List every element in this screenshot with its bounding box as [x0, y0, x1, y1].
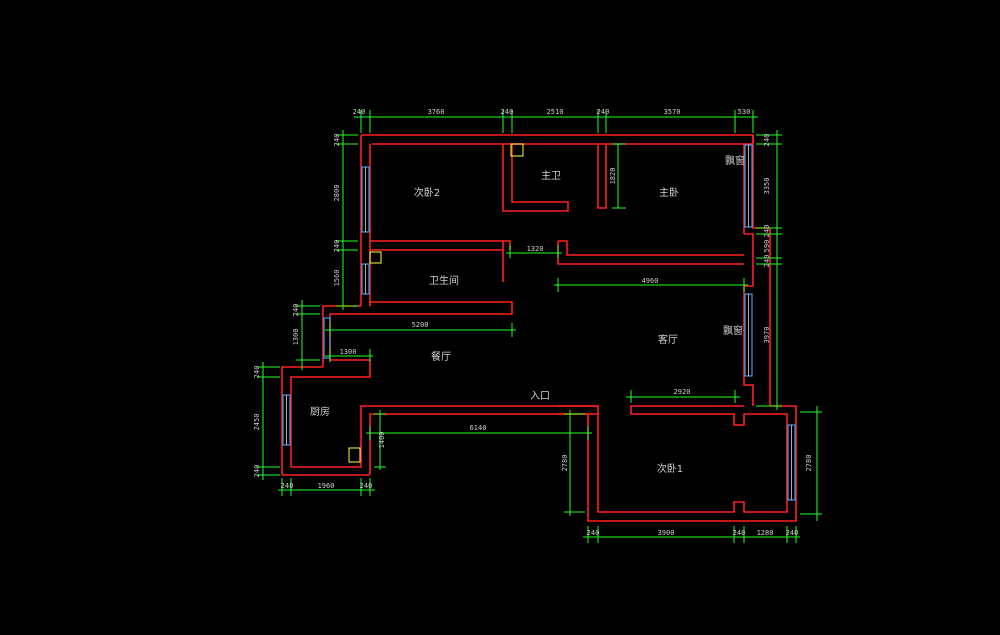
- dim-left-mid-1: 240: [292, 304, 300, 317]
- dim-dining-width: 5200: [412, 321, 429, 329]
- dimension-text-bottom: 240 1960 240 240 3900 240 1280 240: [281, 482, 799, 537]
- room-bay-window-mid: 飘窗: [723, 324, 743, 337]
- room-kitchen: 厨房: [310, 405, 330, 418]
- bay-window-top-right: [744, 233, 754, 287]
- wall-bedroom2-bathroom: [370, 240, 504, 251]
- shaft-master-bath: [510, 143, 524, 157]
- dim-bottom-left-1: 240: [281, 482, 294, 490]
- wall-kitchen-outer: [281, 366, 370, 476]
- dim-right-1: 240: [763, 134, 771, 147]
- dim-top-3: 240: [501, 108, 514, 116]
- dim-left-2: 2800: [333, 185, 341, 202]
- dim-kitchen-2: 2450: [253, 414, 261, 431]
- dim-right-bottom: 2780: [805, 455, 813, 472]
- dim-bedroom1-left: 2780: [561, 455, 569, 472]
- dim-top-5: 240: [597, 108, 610, 116]
- wall-master-bottom: [558, 240, 744, 256]
- dim-kitchen-3: 240: [253, 465, 261, 478]
- room-labels: 次卧2 主卫 主卧 飘窗 卫生间 餐厅 客厅 飘窗 入口 厨房 次卧1: [310, 154, 745, 475]
- dim-right-4: 590: [763, 240, 771, 253]
- wall-bathroom-right: [503, 240, 511, 250]
- dim-right-6: 3970: [763, 327, 771, 344]
- dim-bottom-left-3: 240: [360, 482, 373, 490]
- dimension-text-top: 240 3760 240 2510 240 3570 530: [353, 108, 751, 116]
- room-bathroom: 卫生间: [429, 274, 459, 287]
- dim-right-2: 3350: [763, 178, 771, 195]
- dim-bottom-left-2: 1960: [318, 482, 335, 490]
- dim-dining-small: 1300: [340, 348, 357, 356]
- dim-bath-depth: 1820: [609, 168, 617, 185]
- dim-left-mid-2: 1300: [292, 329, 300, 346]
- room-living: 客厅: [658, 333, 678, 346]
- dim-corridor-height: 1400: [378, 432, 386, 449]
- dimension-text-internal: 1820 1320 4960 5200 1300 2920 6140 1400 …: [340, 168, 691, 472]
- dimension-text-right: 240 3350 240 590 240 3970 2780: [763, 134, 813, 472]
- dimension-lines: [257, 110, 822, 543]
- dim-top-7: 530: [738, 108, 751, 116]
- dim-top-6: 3570: [664, 108, 681, 116]
- outer-wall-top: [361, 134, 754, 145]
- room-bedroom1: 次卧1: [657, 462, 683, 475]
- room-bedroom2: 次卧2: [414, 186, 440, 199]
- dim-top-1: 240: [353, 108, 366, 116]
- room-bay-window-top: 飘窗: [725, 154, 745, 167]
- shaft-kitchen: [348, 447, 361, 463]
- dim-right-5: 240: [763, 255, 771, 268]
- wall-bath-master: [597, 144, 607, 209]
- wall-bedroom2-bath: [502, 144, 569, 212]
- room-master-bedroom: 主卧: [659, 186, 679, 199]
- dim-bottom-right-5: 240: [786, 529, 799, 537]
- walls: [281, 134, 797, 522]
- dim-top-2: 3760: [428, 108, 445, 116]
- shafts: [348, 143, 524, 463]
- dim-left-3: 240: [333, 240, 341, 253]
- dim-right-3: 240: [763, 225, 771, 238]
- dim-top-4: 2510: [547, 108, 564, 116]
- room-dining: 餐厅: [431, 350, 451, 363]
- dim-left-4: 1560: [333, 270, 341, 287]
- dim-bottom-right-2: 3900: [658, 529, 675, 537]
- room-master-bath: 主卫: [541, 170, 561, 182]
- inner-wall-right-mid: [743, 286, 754, 406]
- dim-corridor: 6140: [470, 424, 487, 432]
- outer-wall-right: [752, 135, 771, 406]
- window-dining: [323, 317, 331, 359]
- dimension-text-left: 240 2800 240 1560 240 1300 240 2450 240: [253, 134, 341, 478]
- wall-kitchen-right: [291, 405, 599, 475]
- dim-bottom-right-1: 240: [587, 529, 600, 537]
- shaft-bathroom: [369, 251, 382, 264]
- dim-living-width: 4960: [642, 277, 659, 285]
- windows: [282, 144, 796, 501]
- room-entrance: 入口: [530, 391, 550, 402]
- dim-bottom-right-4: 1280: [757, 529, 774, 537]
- dim-bay-width: 2920: [674, 388, 691, 396]
- dim-bottom-right-3: 240: [733, 529, 746, 537]
- dim-kitchen-1: 240: [253, 366, 261, 379]
- wall-bedroom1-inner: [597, 405, 788, 513]
- dim-left-1: 240: [333, 134, 341, 147]
- wall-master-bottom-2: [557, 241, 744, 265]
- dim-door-gap: 1320: [527, 245, 544, 253]
